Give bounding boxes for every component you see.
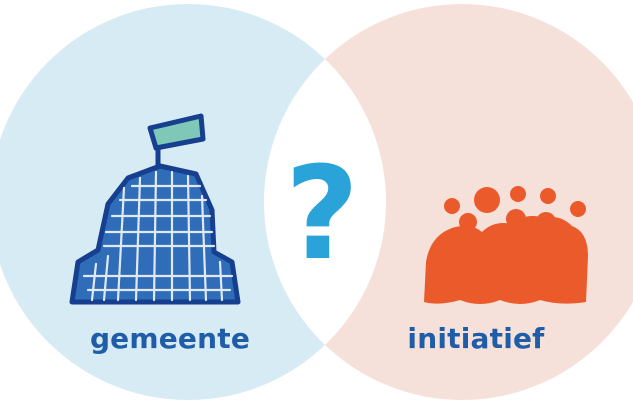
left-label: gemeente — [90, 322, 250, 355]
city-hall-building-icon — [69, 113, 241, 305]
question-mark-icon: ? — [285, 140, 359, 289]
right-label: initiatief — [407, 322, 545, 355]
group-of-people-icon — [424, 186, 588, 304]
